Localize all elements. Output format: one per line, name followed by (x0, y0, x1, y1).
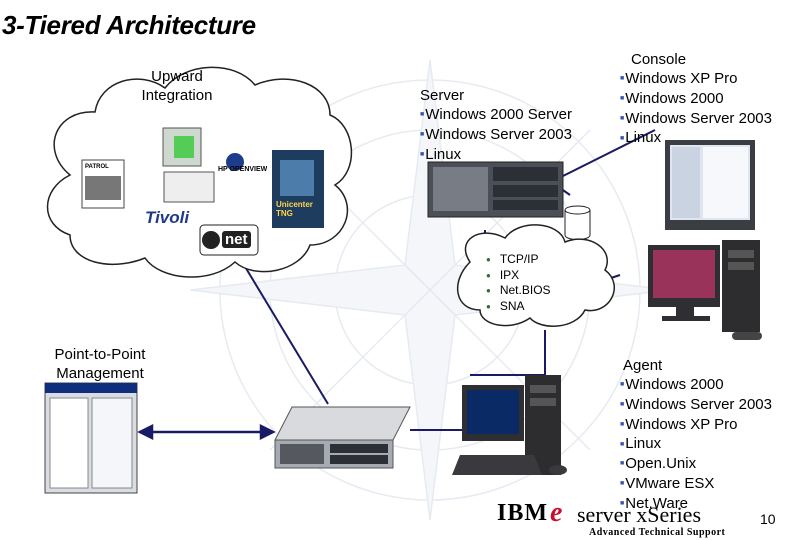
server-os-list: Windows 2000 Server Windows Server 2003 … (420, 105, 572, 164)
console-os-item: Linux (620, 128, 772, 148)
ibm-eserver-logo: IBM e server xSeries Advanced Technical … (497, 497, 757, 540)
console-block: Console Windows XP Pro Windows 2000 Wind… (620, 50, 772, 148)
page-title: 3-Tiered Architecture (2, 10, 256, 40)
console-os-item: Windows XP Pro (620, 69, 772, 89)
protocol-list: TCP/IP IPX Net.BIOS SNA (486, 252, 551, 314)
agent-os-item: Linux (620, 434, 772, 454)
arrow-ptp (137, 423, 276, 441)
agent-os-item: Net.Ware (620, 494, 772, 514)
agent-block: Agent Windows 2000 Windows Server 2003 W… (620, 356, 772, 513)
integration-cloud (46, 66, 353, 278)
server-block: Server Windows 2000 Server Windows Serve… (420, 86, 572, 164)
page-number: 10 (760, 511, 776, 527)
agent-workstation (452, 375, 567, 475)
agent-os-list: Windows 2000 Windows Server 2003 Windows… (620, 375, 772, 513)
agent-os-item: Windows XP Pro (620, 415, 772, 435)
console-monitor (665, 140, 755, 230)
console-os-item: Windows Server 2003 (620, 109, 772, 129)
database-icon (564, 205, 591, 240)
patrol-logo: PATROL (85, 164, 109, 170)
upward-integration-label: Upward Integration (141, 68, 213, 104)
server-rack-device (427, 161, 564, 218)
protocol-item: Net.BIOS (486, 283, 551, 299)
agent-os-item: VMware ESX (620, 474, 772, 494)
console-os-item: Windows 2000 (620, 89, 772, 109)
e-logo-icon: e (550, 497, 563, 528)
ptp-screenshot (44, 382, 138, 494)
agent-os-item: Windows Server 2003 (620, 395, 772, 415)
agent-os-item: Windows 2000 (620, 375, 772, 395)
console-heading: Console (631, 51, 687, 68)
ibm-wordmark: IBM (497, 500, 548, 526)
agent-desktop (648, 240, 762, 340)
rack-server (274, 406, 411, 469)
tagline: Advanced Technical Support (589, 527, 726, 538)
eserver-wordmark: server xSeries (577, 502, 702, 527)
server-os-item: Windows 2000 Server (420, 105, 572, 125)
unicenter-logo: Unicenter TNG (276, 200, 313, 218)
protocol-item: TCP/IP (486, 252, 551, 268)
protocol-item: IPX (486, 268, 551, 284)
hp-openview-logo: HP OPENVIEW (218, 166, 268, 173)
console-os-list: Windows XP Pro Windows 2000 Windows Serv… (620, 69, 772, 148)
protocol-item: SNA (486, 299, 551, 315)
agent-heading: Agent (623, 357, 663, 374)
netiq-logo: net (222, 231, 251, 248)
ptp-management-label: Point-to-Point Management (54, 346, 146, 382)
agent-os-item: Open.Unix (620, 454, 772, 474)
server-os-item: Linux (420, 145, 572, 165)
tivoli-logo: Tivoli (145, 208, 190, 227)
server-os-item: Windows Server 2003 (420, 125, 572, 145)
server-heading: Server (420, 87, 465, 104)
